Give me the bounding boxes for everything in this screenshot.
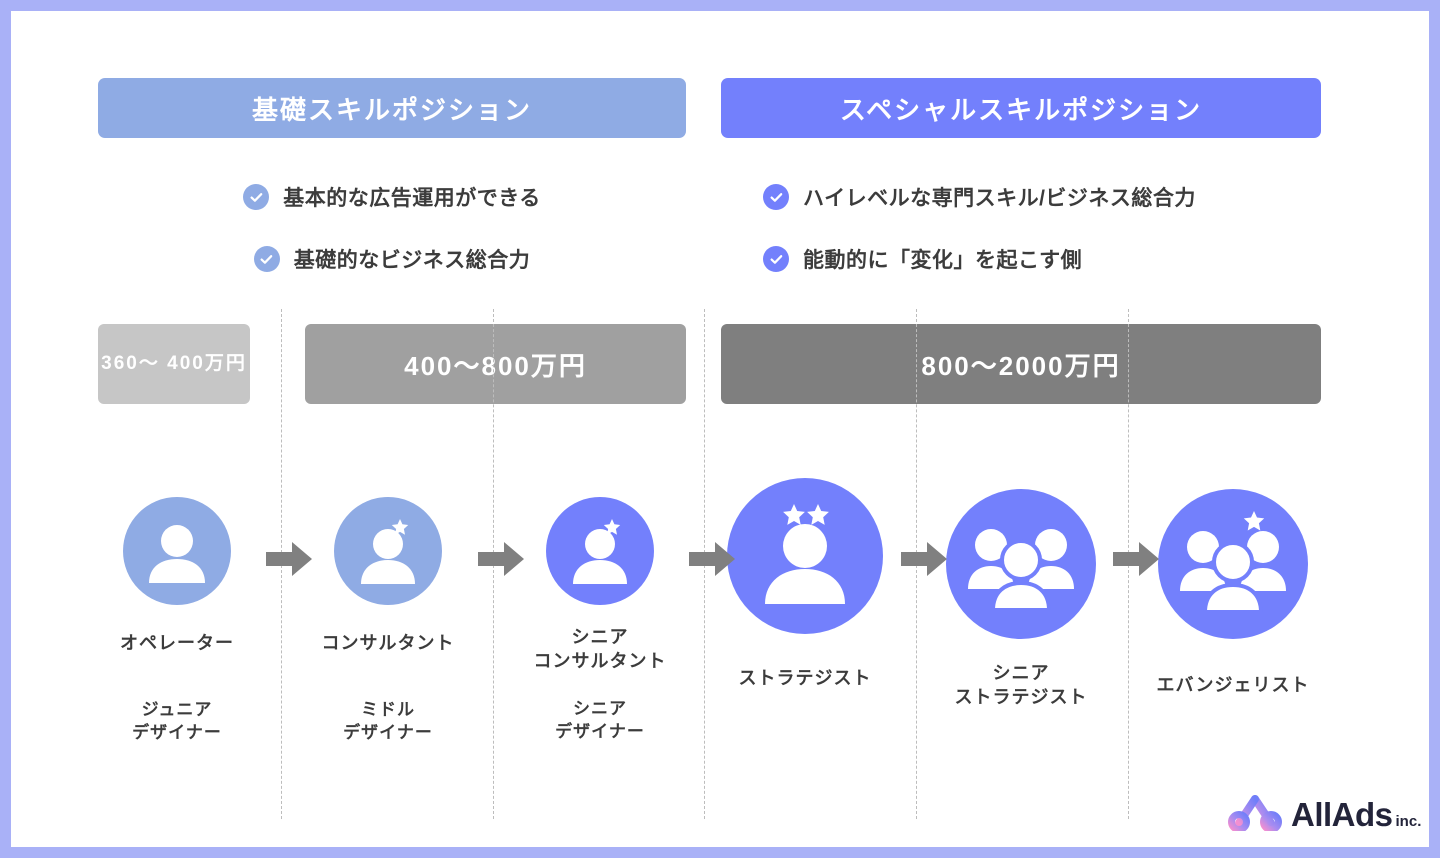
check-circle-icon bbox=[763, 246, 789, 272]
position-column-operator: オペレーター ジュニア デザイナー bbox=[77, 497, 277, 745]
brand-logo: AllAds inc. bbox=[1227, 793, 1421, 831]
position-title: シニア ストラテジスト bbox=[954, 663, 1088, 708]
position-title: オペレーター bbox=[120, 633, 234, 653]
check-circle-icon bbox=[243, 184, 270, 210]
progression-arrow bbox=[266, 542, 312, 576]
bullet-list-basic: 基本的な広告運用ができる 基礎的なビジネス総合力 bbox=[98, 166, 686, 290]
people-group-star-icon bbox=[1158, 489, 1308, 639]
position-title: シニア コンサルタント bbox=[533, 627, 667, 672]
bullet-label: 能動的に「変化」を起こす側 bbox=[803, 249, 1083, 272]
person-star-icon bbox=[334, 497, 442, 605]
bullet-item: ハイレベルな専門スキル/ビジネス総合力 bbox=[721, 166, 1321, 228]
allads-loop-mark-icon bbox=[1227, 793, 1283, 831]
poster-canvas: 基礎スキルポジション スペシャルスキルポジション 基本的な広告運用ができる 基礎… bbox=[11, 11, 1429, 847]
bullet-label: 基本的な広告運用ができる bbox=[283, 187, 541, 210]
position-alt-title: シニア デザイナー bbox=[555, 698, 645, 741]
people-group-icon bbox=[946, 489, 1096, 639]
bullet-item: 基本的な広告運用ができる bbox=[98, 166, 686, 228]
bullet-item: 基礎的なビジネス総合力 bbox=[98, 228, 686, 290]
position-column-consultant: コンサルタント ミドル デザイナー bbox=[288, 497, 488, 745]
bullet-label: 基礎的なビジネス総合力 bbox=[293, 249, 531, 272]
salary-bar-high: 800〜2000万円 bbox=[721, 324, 1321, 404]
bullet-list-special: ハイレベルな専門スキル/ビジネス総合力 能動的に「変化」を起こす側 bbox=[721, 166, 1321, 290]
position-column-senior-strategist: シニア ストラテジスト bbox=[915, 489, 1127, 710]
section-header-special: スペシャルスキルポジション bbox=[721, 78, 1321, 138]
check-circle-icon bbox=[763, 184, 789, 210]
position-title: エバンジェリスト bbox=[1156, 675, 1310, 695]
salary-bar-mid: 400〜800万円 bbox=[305, 324, 686, 404]
position-column-strategist: ストラテジスト bbox=[699, 478, 911, 690]
position-title: コンサルタント bbox=[321, 633, 455, 653]
salary-bar-entry: 360〜 400万円 bbox=[98, 324, 250, 404]
position-column-senior-consultant: シニア コンサルタント シニア デザイナー bbox=[500, 497, 700, 743]
brand-wordmark: AllAds bbox=[1291, 796, 1393, 833]
person-icon bbox=[123, 497, 231, 605]
brand-suffix: inc. bbox=[1395, 813, 1422, 830]
position-title: ストラテジスト bbox=[738, 668, 872, 688]
check-circle-icon bbox=[253, 246, 280, 272]
progression-arrow bbox=[478, 542, 524, 576]
person-two-star-icon bbox=[727, 478, 883, 634]
section-header-basic: 基礎スキルポジション bbox=[98, 78, 686, 138]
position-alt-title: ミドル デザイナー bbox=[343, 700, 433, 743]
progression-arrow bbox=[1113, 542, 1159, 576]
bullet-label: ハイレベルな専門スキル/ビジネス総合力 bbox=[803, 187, 1196, 210]
person-star-icon bbox=[546, 497, 654, 605]
position-alt-title: ジュニア デザイナー bbox=[132, 700, 222, 743]
progression-arrow bbox=[689, 542, 735, 576]
position-column-evangelist: エバンジェリスト bbox=[1127, 489, 1339, 697]
bullet-item: 能動的に「変化」を起こす側 bbox=[721, 228, 1321, 290]
progression-arrow bbox=[901, 542, 947, 576]
